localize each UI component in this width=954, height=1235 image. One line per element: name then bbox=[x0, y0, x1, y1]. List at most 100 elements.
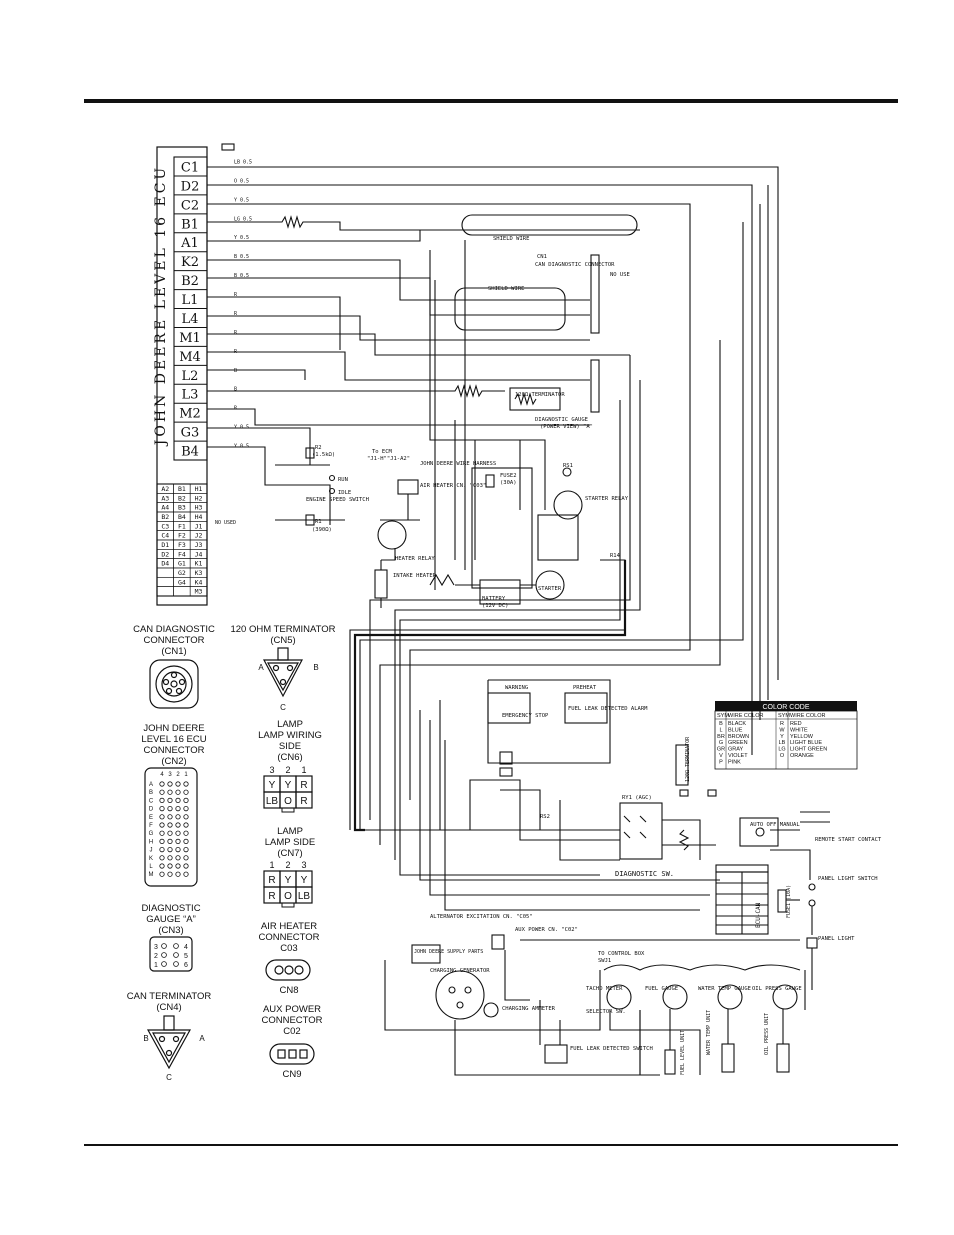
cn2-pin bbox=[175, 838, 181, 845]
selector-sw-label: SELECTOR SW. bbox=[586, 1009, 626, 1015]
preheat-lamp-box bbox=[564, 692, 608, 724]
cn2-pin bbox=[183, 822, 189, 828]
charging-generator bbox=[435, 970, 485, 1020]
cn5-pin-a: A bbox=[258, 663, 264, 672]
cn2-pin bbox=[159, 789, 165, 795]
terminator2-label: 120Ω TERMINATOR bbox=[685, 736, 691, 782]
cn2-title-1: JOHN DEERE bbox=[143, 723, 204, 734]
cn2-pin bbox=[159, 805, 165, 812]
cn5-connector-illustration bbox=[263, 647, 303, 698]
cn6-title-3: SIDE bbox=[279, 741, 301, 752]
cn2-row-label: M bbox=[149, 872, 154, 878]
cn7-grid-cell-label: Y bbox=[301, 875, 308, 886]
cn2-pin bbox=[167, 797, 173, 804]
jd-harness-label: JOHN DEERE WIRE HARNESS bbox=[420, 461, 496, 467]
cn2-pin bbox=[183, 814, 189, 820]
ecu-pin-wire-label: Y 0.5 bbox=[234, 235, 249, 241]
cn2-pin bbox=[159, 830, 165, 836]
cn3-pin bbox=[173, 943, 179, 949]
cn6-grid-cell-label: R bbox=[300, 780, 307, 791]
ecu-unused-pin: A2 bbox=[161, 485, 169, 493]
ecu-unused-pin: F2 bbox=[178, 532, 186, 540]
fuse1-symbol bbox=[777, 889, 787, 913]
ecu-pin-m4: M4 bbox=[179, 350, 201, 365]
color-code-cell: B bbox=[719, 721, 723, 727]
aux-power-label: AUX POWER CN. "C02" bbox=[515, 927, 578, 933]
panel-light-label: PANEL LIGHT bbox=[818, 936, 855, 942]
connector-legend: CAN DIAGNOSTIC CONNECTOR (CN1) 120 OHM T… bbox=[127, 624, 336, 1082]
ecu-unused-pin: B3 bbox=[178, 504, 186, 512]
oil-press-gauge bbox=[772, 984, 798, 1010]
cn4-pin-c: C bbox=[166, 1073, 172, 1082]
cn2-pin bbox=[183, 830, 189, 836]
cn2-pin bbox=[183, 838, 189, 845]
cn6-grid-cell-label: Y bbox=[269, 780, 276, 791]
fuse1-label: FUSE1 (10A) bbox=[786, 885, 792, 918]
oil-press-gauge-label: OIL PRESS GAUGE bbox=[752, 986, 802, 992]
fuel-gauge-label: FUEL GAUGE bbox=[645, 986, 678, 992]
cn2-col-label: 1 bbox=[184, 772, 188, 778]
ecu-pin-m2: M2 bbox=[179, 407, 201, 422]
footer-rule bbox=[84, 1144, 898, 1146]
r2-label: R2 bbox=[315, 445, 322, 451]
ecu-pin-b1: B1 bbox=[181, 217, 199, 232]
emergency-stop-label: EMERGENCY STOP bbox=[502, 713, 549, 719]
cn7-title-1: LAMP bbox=[277, 826, 303, 837]
cn5-pin-b: B bbox=[313, 663, 318, 672]
ecu-pin-wire-label: R bbox=[234, 311, 238, 317]
cn4-pin-b: B bbox=[143, 1034, 148, 1043]
color-code-cell: GR bbox=[717, 747, 725, 753]
cn7-grid-cell-label: LB bbox=[298, 891, 311, 902]
ecu-unused-pin: H4 bbox=[195, 513, 203, 521]
cn3-pin-label: 6 bbox=[184, 962, 188, 969]
alt-excitation-label: ALTERNATOR EXCITATION CN. "C05" bbox=[430, 914, 533, 920]
cn6-grid-cell-label: LB bbox=[266, 796, 279, 807]
run-label: RUN bbox=[338, 477, 348, 483]
ecu-pin-l3: L3 bbox=[182, 388, 199, 403]
auto-off-manual-label: AUTO OFF MANUAL bbox=[750, 822, 800, 828]
cn2-pin bbox=[183, 855, 189, 861]
ecu-unused-cell bbox=[156, 576, 174, 587]
cn2-row-label: D bbox=[149, 807, 154, 813]
cn3-pin bbox=[173, 952, 179, 958]
tacho-meter-label: TACHO METER bbox=[586, 986, 623, 992]
starter-relay-symbol bbox=[553, 490, 583, 520]
ecu-unused-cell bbox=[173, 586, 191, 597]
heater-relay-label: HEATER RELAY bbox=[395, 556, 435, 562]
cn2-pin bbox=[159, 838, 165, 845]
can-diagnostic-terminal bbox=[590, 254, 600, 413]
ecu-unused-pin: B4 bbox=[178, 513, 186, 521]
fuel-level-unit-label: FUEL LEVEL UNIT bbox=[680, 1030, 686, 1075]
shield-wire-label-2: SHIELD WIRE bbox=[488, 286, 524, 292]
cn7-grid-cell-label: Y bbox=[285, 875, 292, 886]
cn2-col-label: 3 bbox=[168, 772, 172, 778]
cn6-grid-cell bbox=[295, 791, 313, 809]
ecu-unused-pin: K1 bbox=[195, 560, 203, 568]
cn7-grid-latch bbox=[281, 902, 295, 908]
shield-wire-lower bbox=[454, 287, 566, 331]
cn2-row-label: C bbox=[149, 798, 154, 804]
ecu-unused-pin: A3 bbox=[161, 494, 169, 502]
color-code-cell: V bbox=[719, 753, 723, 759]
oil-press-unit bbox=[776, 1043, 790, 1073]
r1-value: (390Ω) bbox=[312, 527, 332, 533]
cn3-pin-label: 2 bbox=[154, 953, 158, 960]
ecu-unused-cell bbox=[156, 586, 174, 597]
power-section bbox=[275, 447, 626, 608]
cn1-connector-illustration bbox=[149, 659, 199, 709]
idle-label: IDLE bbox=[338, 490, 351, 496]
cn2-col-label: 2 bbox=[176, 772, 180, 778]
cn2-pin bbox=[175, 797, 181, 804]
cn2-pin bbox=[175, 863, 181, 869]
color-code-cell: ORANGE bbox=[790, 753, 814, 759]
ecu-pin-a1: A1 bbox=[180, 236, 199, 251]
shield-wire-label-1: SHIELD WIRE bbox=[493, 236, 529, 242]
no-use-label: NO USE bbox=[610, 272, 630, 278]
ecu-unused-pin: D1 bbox=[161, 541, 169, 549]
ecu-unused-pin: H1 bbox=[195, 485, 203, 493]
cn3-title-2: GAUGE “A” bbox=[146, 914, 196, 925]
ecu-pin-l1: L1 bbox=[182, 293, 199, 308]
